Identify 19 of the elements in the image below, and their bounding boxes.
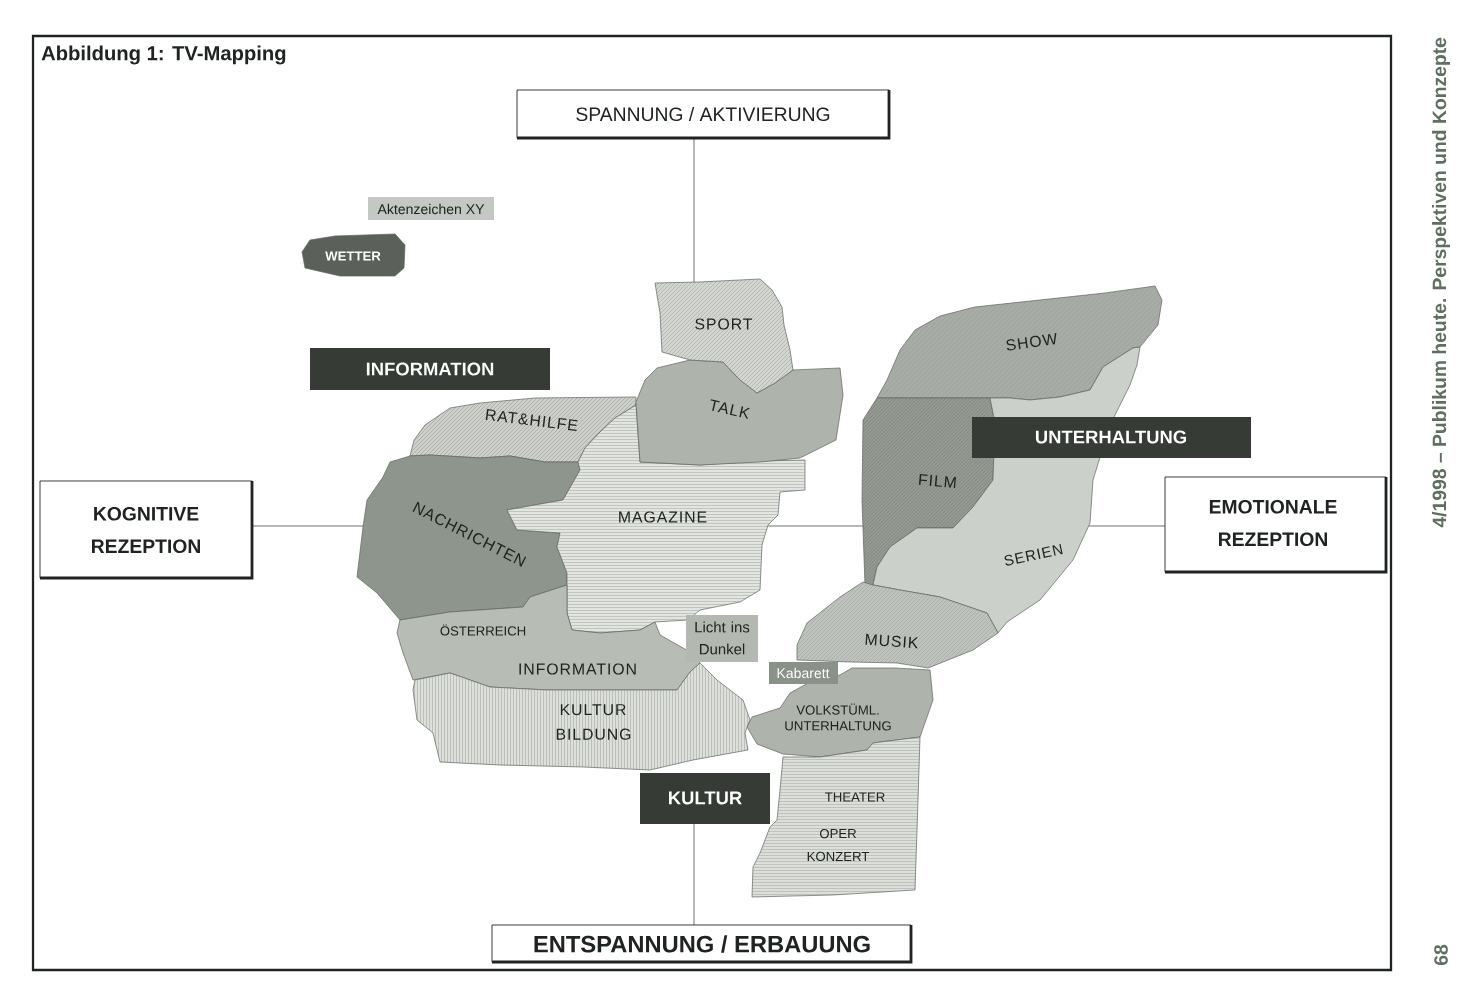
map-region: TALK <box>635 359 844 466</box>
map-region: SPORT <box>654 278 794 394</box>
category-label: KULTUR <box>640 773 770 824</box>
category-label: UNTERHALTUNG <box>972 417 1251 458</box>
figure-title: Abbildung 1: TV-Mapping <box>41 45 286 65</box>
page-number: 68 <box>1434 944 1448 966</box>
axis-label: SPANNUNG / AKTIVIERUNG <box>516 89 891 140</box>
running-header: 4/1998 – Publikum heute. Perspektiven und Konzepte <box>1432 37 1450 528</box>
label-tag: Aktenzeichen XY <box>368 197 494 220</box>
label-tag: Licht ins Dunkel <box>686 615 758 662</box>
axis-label: ENTSPANNUNG / ERBAUUNG <box>491 924 913 964</box>
label-tag: Kabarett <box>769 662 838 684</box>
axis-label: EMOTIONALE REZEPTION <box>1164 476 1388 574</box>
map-region: THEATER OPER KONZERT <box>751 736 921 898</box>
map-region: SHOW <box>876 285 1163 401</box>
map-region: WETTER <box>301 233 406 277</box>
category-label: INFORMATION <box>310 348 550 390</box>
axis-label: KOGNITIVE REZEPTION <box>39 480 254 580</box>
map-region: MUSIK <box>796 581 999 669</box>
